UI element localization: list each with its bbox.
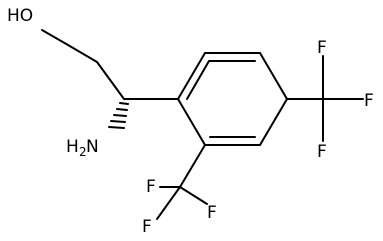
benzene-ring <box>177 52 288 146</box>
label-layer: HO H 2 N F F F F F F <box>7 6 374 237</box>
fluorine-label-ortho-left: F <box>146 177 156 197</box>
bond-c2-c3 <box>96 61 125 100</box>
fluorine-label-para-right: F <box>364 91 374 111</box>
cf3-ortho-group <box>156 144 208 220</box>
cf3-para-group <box>286 55 364 142</box>
ring-bond-3 <box>259 52 288 100</box>
hash-1 <box>119 102 129 105</box>
amine-subscript-label: 2 <box>79 145 87 159</box>
bond-c1-c2 <box>67 44 98 63</box>
hydroxyl-label: HO <box>7 6 33 26</box>
amine-h-label: H <box>66 137 79 157</box>
fluorine-label-para-bottom: F <box>317 142 327 162</box>
hash-4 <box>110 120 126 123</box>
fluorine-label-para-top: F <box>317 38 327 58</box>
bond-cf3-ortho-f-bottom <box>156 186 181 220</box>
bond-o-c1 <box>41 29 69 46</box>
hash-2 <box>116 108 128 111</box>
bond-layer <box>41 29 364 220</box>
amine-n-label: N <box>86 137 99 157</box>
hash-3 <box>113 114 127 117</box>
fluorine-label-ortho-right: F <box>207 203 217 223</box>
ring-bond-1 <box>177 52 206 100</box>
bond-ring-cf3-ortho <box>179 144 206 188</box>
ring-double-1 <box>186 60 210 100</box>
ring-bond-6 <box>177 98 206 146</box>
hash-5 <box>108 126 125 129</box>
bond-cf3-ortho-f-right <box>179 186 208 205</box>
ring-bond-4 <box>259 98 288 146</box>
fluorine-label-ortho-bottom: F <box>142 217 152 237</box>
stereo-hash-wedge <box>108 102 129 129</box>
